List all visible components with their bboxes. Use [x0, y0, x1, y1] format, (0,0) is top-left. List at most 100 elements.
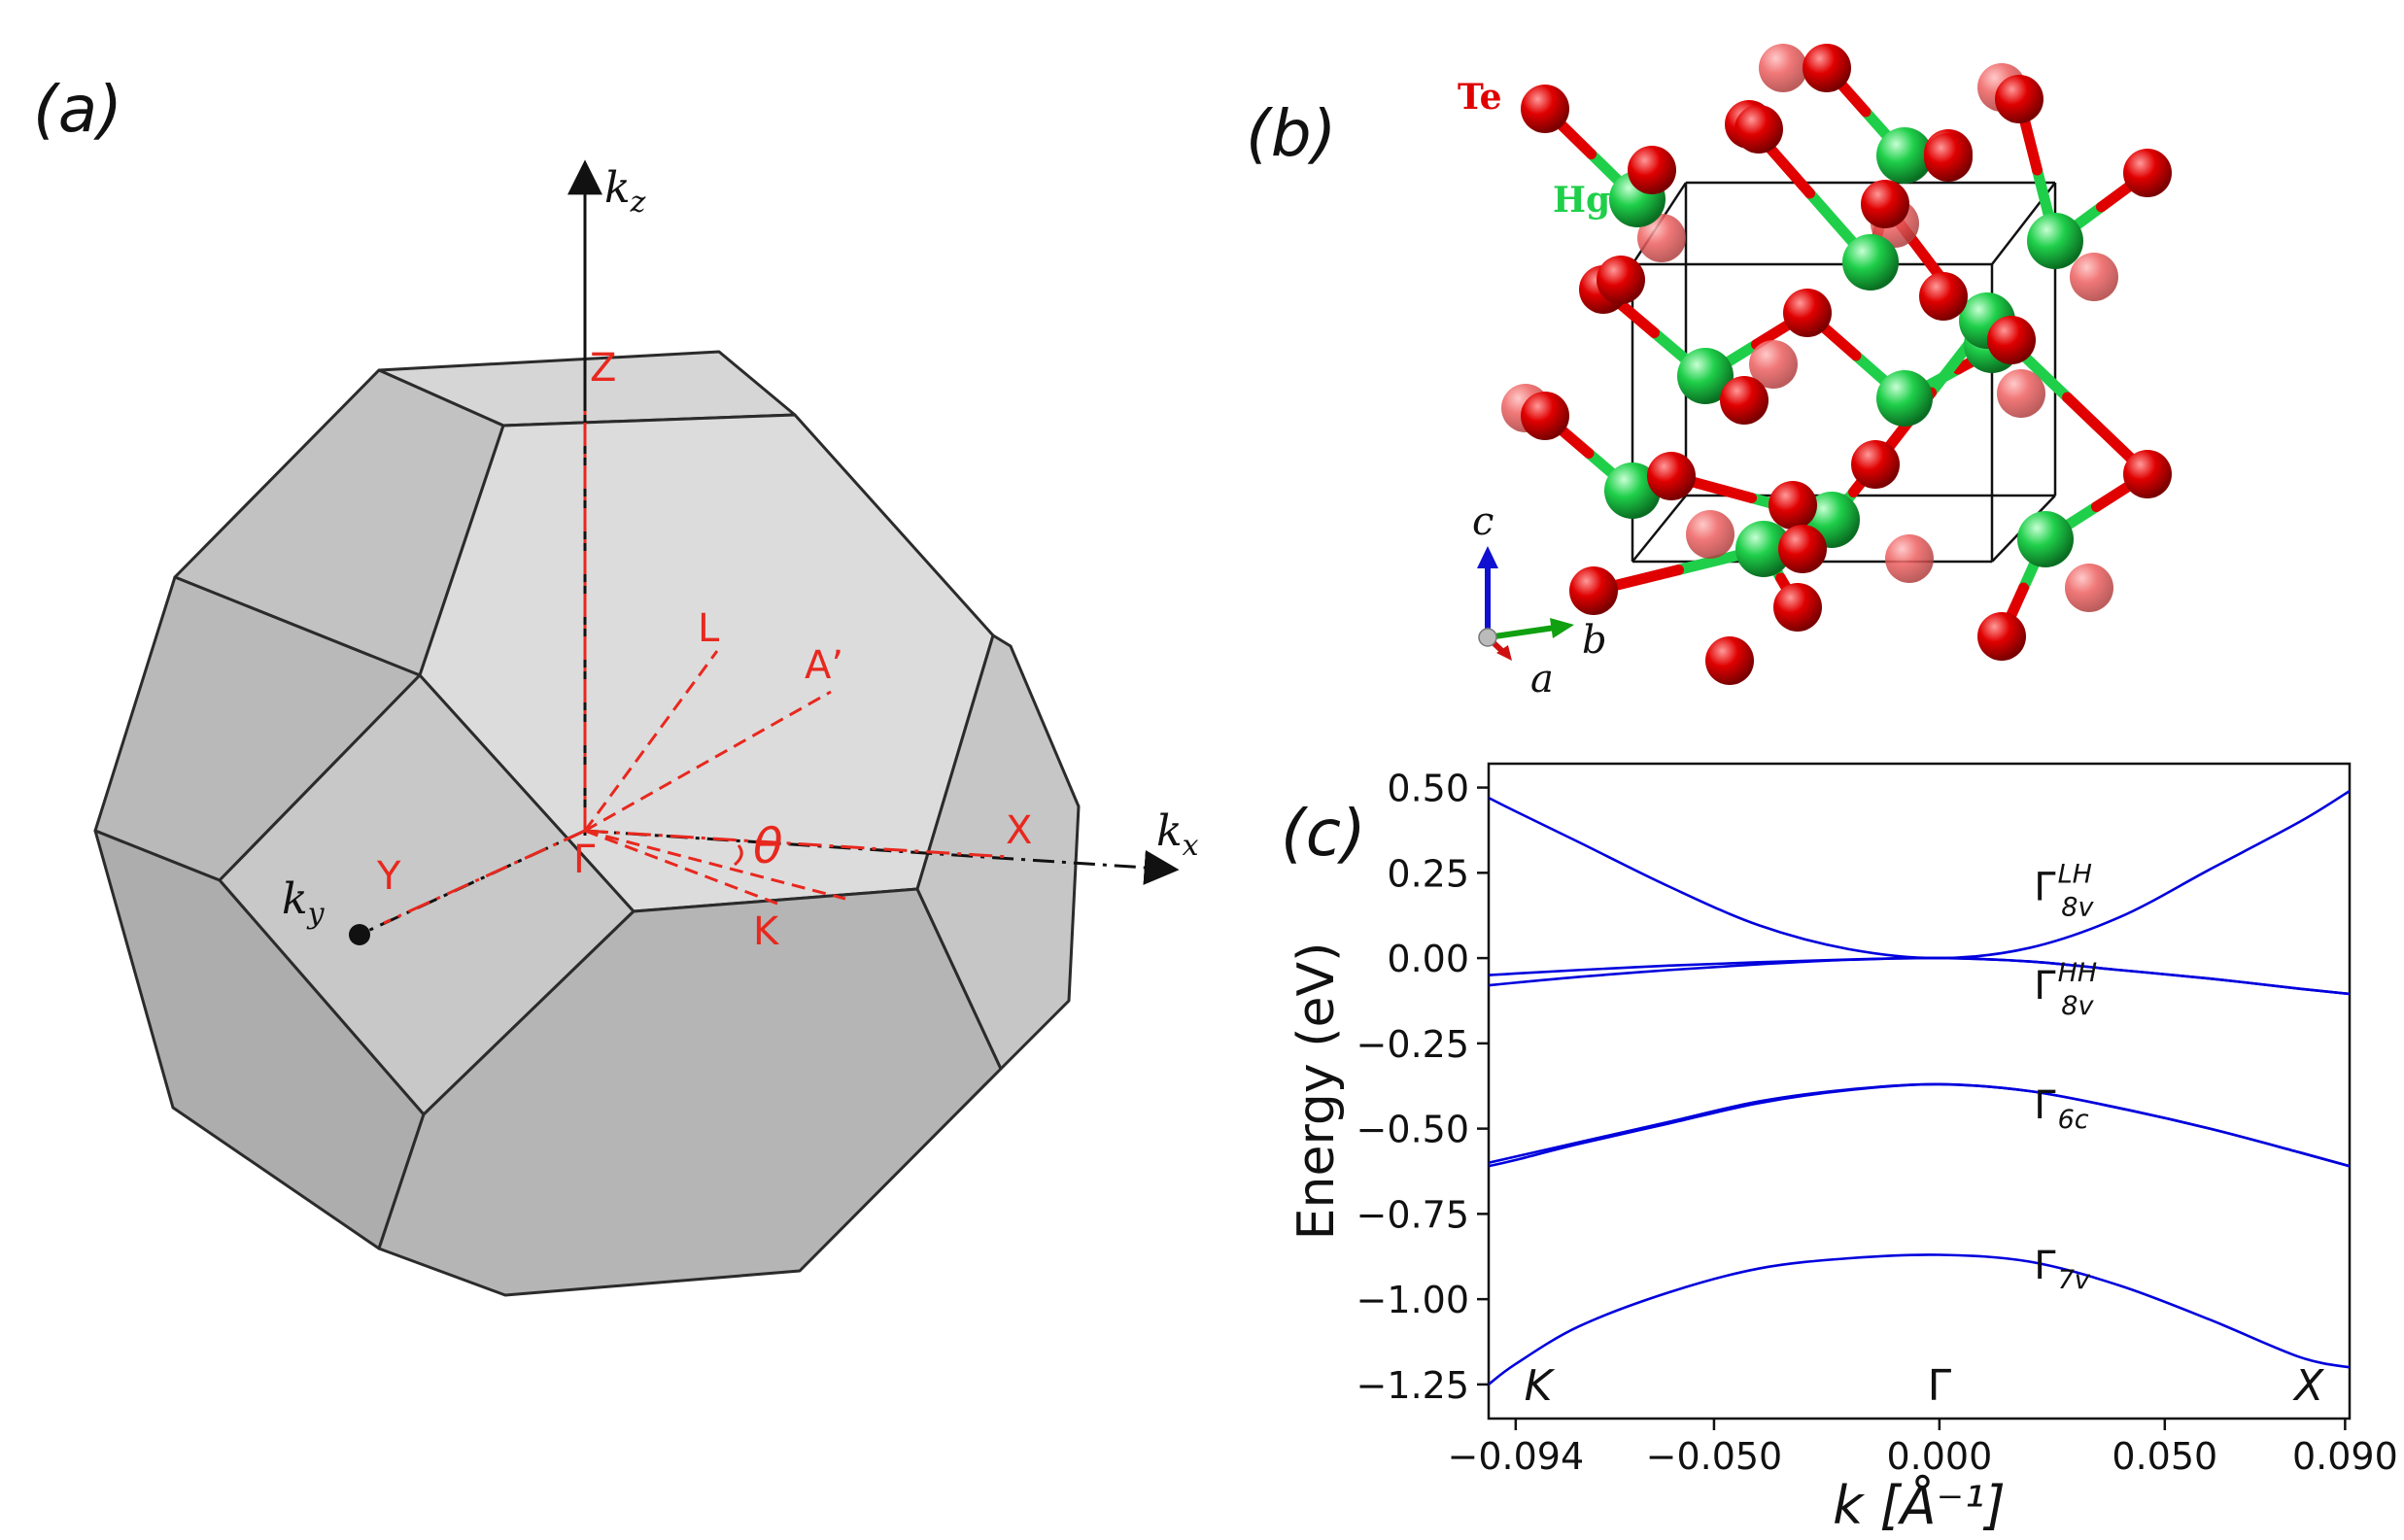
y-tick-label: −0.75: [1357, 1193, 1469, 1236]
axis-b-arrow: [1487, 625, 1556, 640]
band-line-5: [1489, 1082, 2350, 1168]
point-x: X: [1006, 808, 1032, 853]
te-atom: [1521, 85, 1569, 133]
te-atom: [2123, 450, 2172, 498]
gamma-k-path: [584, 829, 846, 901]
ky-axis: [359, 829, 586, 937]
te-atom: [1647, 452, 1696, 500]
te-atom: [1521, 392, 1569, 440]
panel-b: (b) Te Hg c b a: [1246, 44, 2172, 702]
band-line-1: [1489, 789, 2350, 960]
ky-label: ky: [282, 874, 326, 931]
hg-atom: [1876, 370, 1933, 427]
te-atom: [1705, 636, 1754, 685]
hg-atom: [2017, 511, 2074, 567]
x-axis-label: k [Å⁻¹]: [1833, 1474, 2006, 1536]
te-atom: [1803, 44, 1851, 92]
k-point-label: Γ: [1928, 1361, 1952, 1411]
band-chart: 0.500.250.00−0.25−0.50−0.75−1.00−1.25−0.…: [1288, 762, 2398, 1536]
x-tick-label: −0.050: [1646, 1435, 1783, 1478]
bz-face-bottom: [377, 887, 1003, 1297]
point-gamma: Γ: [573, 838, 596, 882]
band-label: Γ6c: [2034, 1083, 2088, 1135]
te-atom-back: [2065, 564, 2113, 612]
bz-point-labels: Z L A’ X Y Γ K θ: [376, 346, 1032, 954]
k-point-label: K: [1525, 1361, 1556, 1411]
panel-label-b: (b): [1246, 96, 1336, 171]
axis-b-label: b: [1582, 618, 1607, 663]
te-atom: [1734, 105, 1783, 154]
theta-label: θ: [753, 818, 783, 874]
high-symmetry-paths: [383, 408, 1012, 925]
unit-cell-edge: [1631, 495, 1687, 563]
x-tick-label: −0.094: [1448, 1435, 1585, 1478]
point-l: L: [698, 606, 720, 651]
atom-label-hg: Hg: [1553, 180, 1610, 221]
band-line-3: [1489, 956, 2350, 996]
te-atom: [1778, 525, 1827, 573]
hg-atom: [1735, 521, 1792, 577]
y-tick-label: 0.50: [1387, 768, 1469, 810]
atom-label-te: Te: [1458, 77, 1502, 118]
te-atom: [1995, 75, 2043, 123]
te-atom: [1569, 566, 1618, 615]
axis-c-label: c: [1472, 499, 1494, 544]
gamma-y-path: [383, 829, 586, 925]
y-axis-label: Energy (eV): [1288, 942, 1346, 1241]
te-atom-back: [1759, 44, 1807, 92]
orientation-axes: c b a: [1472, 499, 1607, 702]
k-point-label: X: [2292, 1361, 2324, 1411]
y-tick-label: 0.25: [1387, 852, 1469, 895]
bz-face-right: [915, 633, 1081, 1071]
point-y: Y: [376, 854, 401, 899]
te-atom: [1861, 180, 1909, 228]
te-atom: [1769, 481, 1817, 530]
te-atom: [1851, 440, 1900, 489]
axis-a-label: a: [1530, 657, 1554, 702]
point-z: Z: [590, 346, 616, 391]
te-atom: [1720, 376, 1769, 425]
y-tick-label: −0.25: [1357, 1023, 1469, 1066]
theta-arc: [734, 844, 743, 867]
brillouin-zone: [93, 350, 1081, 1297]
gamma-aprime-path: [584, 690, 832, 833]
y-tick-label: −1.00: [1357, 1279, 1469, 1321]
kz-label: kz: [604, 163, 646, 220]
point-k: K: [753, 909, 780, 954]
hg-atom: [1677, 348, 1734, 404]
ky-axis-tip: [349, 924, 370, 945]
hg-atom: [2027, 213, 2083, 269]
hg-atom: [1604, 462, 1661, 519]
band-label: Γ7v: [2034, 1244, 2090, 1295]
te-atom-back: [2070, 253, 2118, 301]
panel-a: (a) kz kx ky: [33, 72, 1199, 1297]
panel-label-c: (c): [1281, 796, 1366, 871]
band-line-6: [1489, 1253, 2350, 1386]
gamma-k-path-2: [584, 829, 778, 906]
axis-c-head: [1477, 546, 1498, 568]
te-atom: [1628, 146, 1676, 194]
te-atom: [1977, 612, 2026, 661]
te-atom: [1924, 133, 1973, 182]
te-atom-back: [1686, 510, 1734, 559]
axis-b-head: [1550, 618, 1574, 638]
hg-atom: [1876, 127, 1933, 184]
te-atom-back: [1637, 214, 1686, 262]
x-tick-label: 0.050: [2112, 1435, 2217, 1478]
te-atom: [1987, 316, 2036, 364]
x-tick-label: 0.090: [2292, 1435, 2398, 1478]
te-atom: [2123, 149, 2172, 197]
y-tick-label: −1.25: [1357, 1364, 1469, 1407]
panel-label-a: (a): [33, 72, 122, 147]
te-atom: [1783, 289, 1832, 337]
gamma-l-path: [583, 650, 719, 832]
band-lines: [1489, 789, 2350, 1386]
point-aprime: A’: [805, 643, 843, 688]
gamma-x-path: [584, 829, 1012, 859]
axis-origin: [1478, 628, 1497, 647]
te-atom: [1919, 272, 1968, 321]
panel-c: (c) 0.500.250.00−0.25−0.50−0.75−1.00−1.2…: [1281, 762, 2398, 1536]
